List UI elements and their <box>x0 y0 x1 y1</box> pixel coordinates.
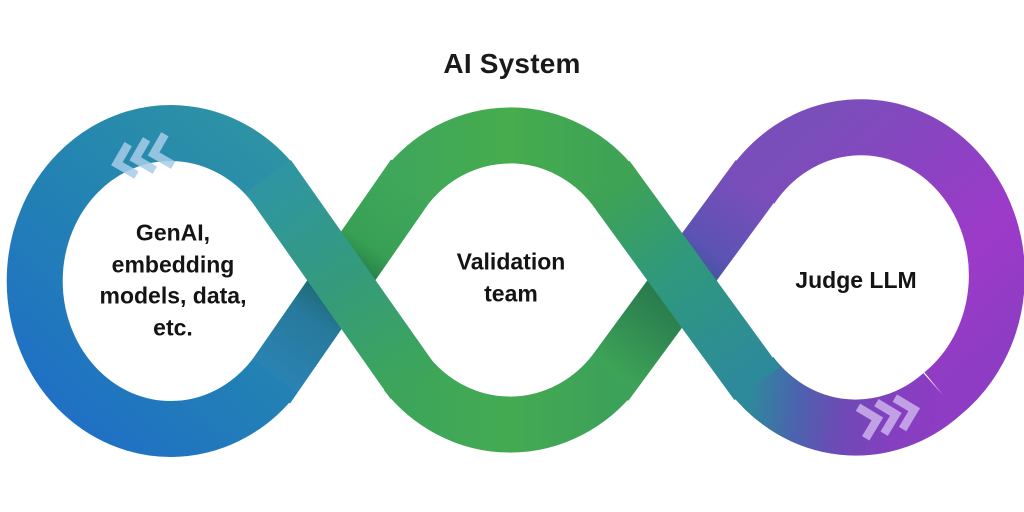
loop-label-genai-inputs: GenAI, embedding models, data, etc. <box>99 219 247 341</box>
diagram-title: AI System <box>443 48 581 79</box>
middle-loop-top-ribbon <box>384 107 636 205</box>
right-loop-ribbon <box>727 99 1024 416</box>
middle-loop-bottom-ribbon <box>384 355 636 453</box>
loop-label-judge-llm: Judge LLM <box>795 267 917 294</box>
left-loop-ribbon <box>6 105 298 457</box>
loop-label-validation-team: Validation team <box>456 248 566 306</box>
right-loop-bottom-ribbon <box>728 356 961 456</box>
backward-chevrons-icon <box>111 132 176 179</box>
ribbon-strand-right-over <box>584 160 780 401</box>
forward-chevrons-icon <box>855 394 921 441</box>
ribbon-strand-left-over <box>245 160 437 399</box>
